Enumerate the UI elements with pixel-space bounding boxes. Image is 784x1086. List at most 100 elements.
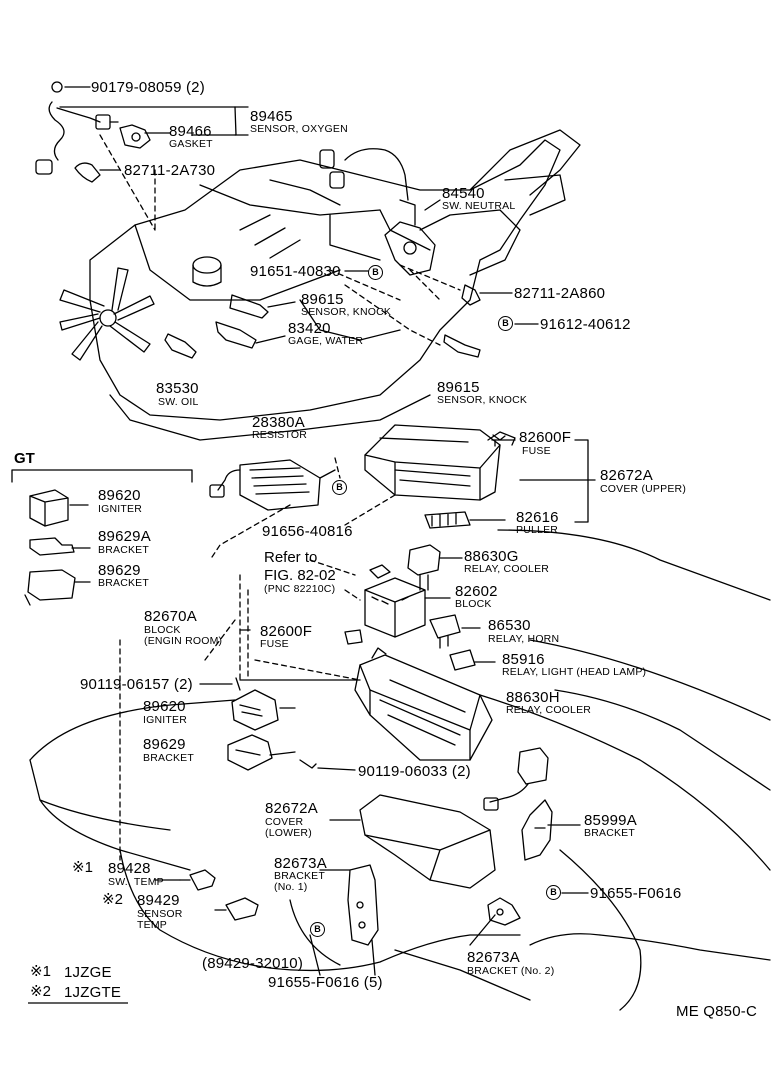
part-description: COVER (UPPER)	[600, 483, 687, 495]
bracket-lines	[191, 106, 249, 136]
part-description: FUSE	[522, 445, 551, 457]
igniter-art	[227, 677, 317, 771]
part-number: 89466	[169, 123, 212, 140]
sensor-art	[164, 294, 481, 359]
part-number: 89615	[301, 291, 344, 308]
part-number: 91651-40830	[250, 263, 341, 280]
bolt-marker-b: B	[546, 885, 561, 900]
part-description: SENSOR, OXYGEN	[250, 123, 348, 135]
cover-lower-art	[359, 794, 496, 889]
neutral-switch-art	[319, 148, 481, 306]
part-description: BLOCK	[455, 598, 492, 610]
part-number: 82670A	[144, 608, 197, 625]
part-description: RELAY, COOLER	[464, 563, 550, 575]
part-number: 82711-2A860	[514, 285, 606, 302]
part-number: 91655-F0616	[590, 885, 682, 902]
part-number: 82673A	[274, 855, 327, 872]
legend-note1-mark: ※1	[30, 963, 51, 980]
part-description: GASKET	[169, 138, 213, 150]
leader-dashes-mid	[119, 494, 396, 861]
part-number: 91656-40816	[262, 523, 353, 540]
part-description: BRACKET	[274, 870, 325, 882]
bracket-no1-label: (No. 1)	[274, 881, 308, 893]
leader-dashes-top	[99, 134, 461, 346]
part-number: 82616	[516, 509, 559, 526]
part-number: 84540	[442, 185, 485, 202]
part-description: RELAY, COOLER	[506, 704, 592, 716]
part-description: PULLER	[516, 524, 559, 536]
gt-label: GT	[14, 450, 35, 467]
oxygen-sensor-art	[35, 81, 151, 183]
part-number: 85916	[502, 651, 545, 668]
refer-line3: (PNC 82210C)	[264, 583, 336, 595]
part-number: 89620	[143, 698, 186, 715]
part-number: 83420	[288, 320, 331, 337]
note1-mark: ※1	[72, 859, 93, 876]
part-description: SW. NEUTRAL	[442, 200, 516, 212]
legend-note2-text: 1JZGTE	[64, 984, 122, 1001]
leader-lines-mid	[154, 439, 596, 976]
part-description: GAGE, WATER	[288, 335, 364, 347]
part-number: 82600F	[519, 429, 572, 446]
bolt-marker-b: B	[310, 922, 325, 937]
part-description: SENSOR, KNOCK	[301, 306, 392, 318]
resistor-art	[209, 459, 336, 511]
part-description: BRACKET	[584, 827, 635, 839]
part-description: BLOCK	[144, 624, 181, 636]
part-number: 86530	[488, 617, 531, 634]
part-number: 89615	[437, 379, 480, 396]
part-description: FUSE	[260, 638, 289, 650]
part-number: 89629A	[98, 528, 151, 545]
part-number: 89629	[98, 562, 141, 579]
bolt-marker-b: B	[368, 265, 383, 280]
bolt-marker-b: B	[498, 316, 513, 331]
part-number: 82602	[455, 583, 498, 600]
part-number: 88630H	[506, 689, 560, 706]
car-body-art	[29, 529, 771, 1011]
part-number: 89428	[108, 860, 151, 877]
part-number: 89620	[98, 487, 141, 504]
part-number: 90119-06157 (2)	[80, 676, 193, 693]
engine-block	[89, 129, 581, 441]
part-number: (89429-32010)	[202, 955, 304, 972]
part-number: 85999A	[584, 812, 637, 829]
resistor-dashes	[209, 457, 341, 561]
legend-note2-mark: ※2	[30, 983, 51, 1000]
gt-box-line	[11, 469, 193, 483]
figure-code: ME Q850-C	[676, 1003, 757, 1020]
part-description: RESISTOR	[252, 429, 308, 441]
part-description: BRACKET	[98, 577, 149, 589]
part-description: RELAY, HORN	[488, 633, 560, 645]
part-number: 89629	[143, 736, 186, 753]
sensor-temp-label: TEMP	[137, 919, 167, 931]
part-number: 82600F	[260, 623, 313, 640]
fan	[59, 267, 155, 361]
refer-line2: FIG. 82-02	[264, 567, 336, 584]
relay-block-art	[344, 544, 476, 671]
temp-sensor-art	[179, 869, 259, 921]
cover-upper-art	[364, 424, 516, 501]
cover-lower-label: (LOWER)	[265, 827, 312, 839]
part-description: SENSOR	[137, 908, 183, 920]
part-description: BRACKET	[143, 752, 194, 764]
part-number: 82673A	[467, 949, 520, 966]
note2-mark: ※2	[102, 891, 123, 908]
puller-art	[424, 511, 471, 529]
part-number: 82672A	[265, 800, 318, 817]
part-description: IGNITER	[98, 503, 142, 515]
part-description: SW. OIL	[158, 396, 199, 408]
part-number: 88630G	[464, 548, 519, 565]
part-number: 83530	[156, 380, 199, 397]
part-description: COVER	[265, 816, 304, 828]
part-number: 82672A	[600, 467, 653, 484]
part-number: 89465	[250, 108, 293, 125]
relay-cooler-h-art	[483, 747, 553, 861]
part-number: 91655-F0616 (5)	[268, 974, 383, 991]
part-number: 28380A	[252, 414, 305, 431]
part-number: 89429	[137, 892, 180, 909]
gt-parts-art	[24, 489, 91, 606]
part-description: IGNITER	[143, 714, 187, 726]
refer-line1: Refer to	[264, 549, 318, 566]
part-description: SENSOR, KNOCK	[437, 394, 528, 406]
